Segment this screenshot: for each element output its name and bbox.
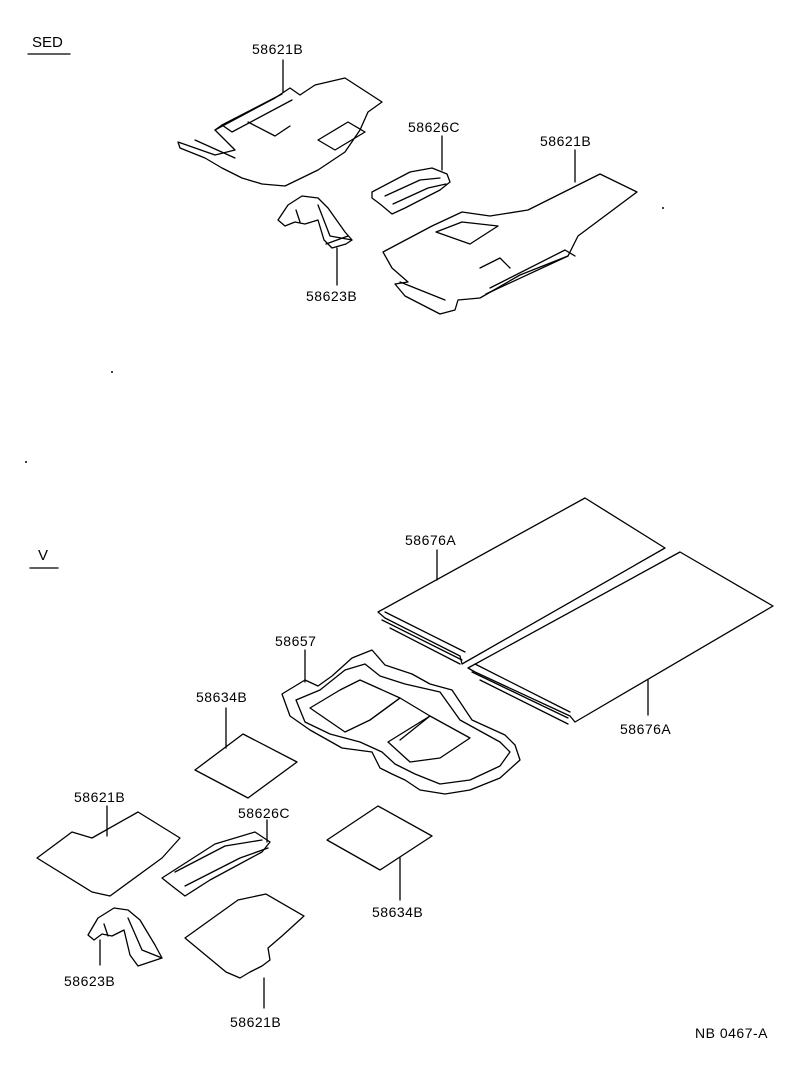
speck xyxy=(662,207,664,209)
part-label-v-58634B-right: 58634B xyxy=(372,904,423,920)
part-label-v-58657: 58657 xyxy=(275,633,316,649)
van-floor-tray xyxy=(281,649,521,795)
van-mat-left xyxy=(36,811,181,897)
part-label-v-58676A-right: 58676A xyxy=(620,721,671,737)
van-floor-panel-top xyxy=(377,497,666,665)
part-label-sed-58626C: 58626C xyxy=(408,119,460,135)
speck xyxy=(25,461,27,463)
diagram-code: NB 0467-A xyxy=(695,1025,768,1041)
part-label-v-58676A-top: 58676A xyxy=(405,532,456,548)
sed-front-floor-carpet xyxy=(177,77,383,187)
van-mat-bottom xyxy=(184,893,305,979)
part-label-sed-58623B: 58623B xyxy=(306,288,357,304)
sed-part-58626C xyxy=(371,167,451,215)
part-label-v-58626C: 58626C xyxy=(238,805,290,821)
part-label-sed-58621B-front: 58621B xyxy=(252,41,303,57)
section-label-sed: SED xyxy=(32,34,63,51)
van-floor-panel-right xyxy=(467,551,774,725)
part-label-v-58621B-bottom: 58621B xyxy=(230,1014,281,1030)
part-label-sed-58621B-rear: 58621B xyxy=(540,133,591,149)
sed-part-58623B xyxy=(277,195,353,249)
van-pad-left xyxy=(194,733,298,799)
sed-rear-floor-carpet xyxy=(382,173,638,315)
part-label-v-58634B-left: 58634B xyxy=(196,689,247,705)
speck xyxy=(111,371,113,373)
van-part-58626C xyxy=(161,831,271,897)
part-label-v-58621B-left: 58621B xyxy=(74,789,125,805)
part-label-v-58623B: 58623B xyxy=(64,973,115,989)
van-pad-right xyxy=(326,805,433,871)
van-part-58623B xyxy=(87,907,163,967)
section-label-v: V xyxy=(38,547,48,564)
